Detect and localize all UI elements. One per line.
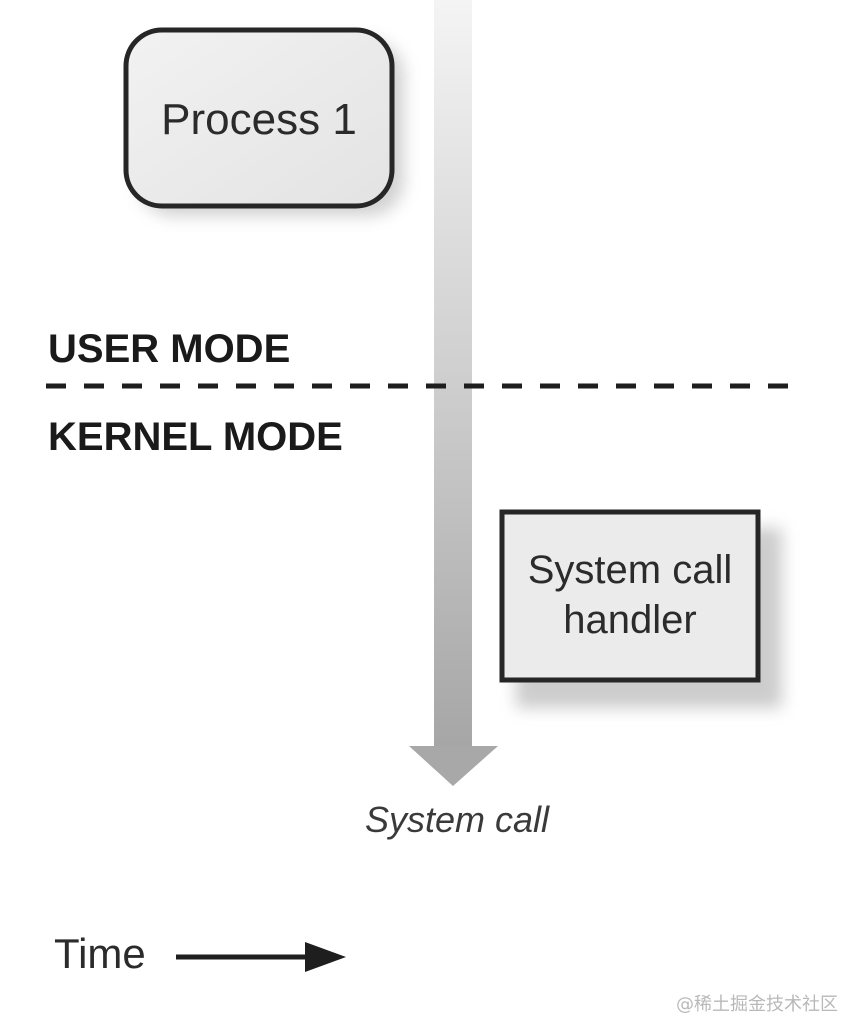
handler-label-line-2: handler: [563, 598, 696, 642]
syscall-timeline-arrow: [409, 0, 498, 786]
system-call-handler-box: System call handler: [499, 509, 782, 708]
process-1-box: Process 1: [123, 27, 404, 216]
timeline-shaft: [434, 0, 472, 748]
process-1-label: Process 1: [161, 95, 357, 144]
process-1-box-body: [123, 27, 395, 209]
time-label: Time: [54, 930, 146, 977]
system-call-label: System call: [365, 799, 550, 840]
handler-label-line-1: System call: [528, 548, 733, 592]
time-arrow: [176, 942, 346, 972]
time-arrow-head: [305, 942, 346, 972]
kernel-mode-label: KERNEL MODE: [48, 415, 343, 459]
timeline-arrowhead: [409, 746, 498, 786]
watermark: @稀土掘金技术社区: [676, 994, 838, 1015]
handler-box-body: [499, 509, 761, 683]
user-mode-label: USER MODE: [48, 327, 290, 371]
